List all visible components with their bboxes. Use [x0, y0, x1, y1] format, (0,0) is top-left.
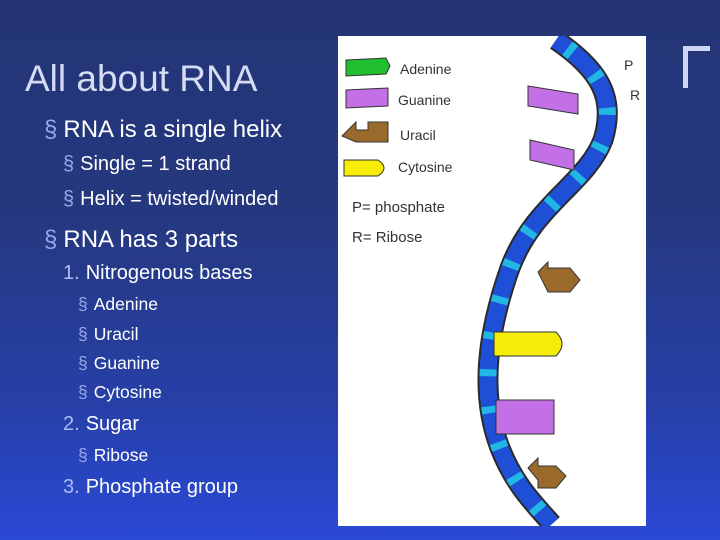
- base-text: Adenine: [93, 294, 158, 314]
- bullet-icon: §: [78, 353, 88, 373]
- bullet-rna-single-helix: §RNA is a single helix: [44, 116, 282, 144]
- bullet-icon: §: [78, 294, 88, 314]
- bullet-icon: §: [63, 188, 75, 210]
- base-item-cytosine: §Cytosine: [78, 382, 162, 403]
- uracil-swatch: [341, 120, 389, 143]
- adenine-swatch: [345, 57, 391, 77]
- sugar-text: Ribose: [93, 445, 149, 465]
- base-text: Cytosine: [93, 382, 162, 402]
- bullet-icon: §: [44, 116, 58, 143]
- sugar-item-ribose: §Ribose: [78, 445, 148, 466]
- plus-decoration: [683, 46, 710, 88]
- strand-guanine-base-lower: [495, 399, 555, 435]
- bullet-rna-3-parts: §RNA has 3 parts: [44, 226, 238, 254]
- bullet-text: Helix = twisted/winded: [80, 188, 279, 210]
- uracil-label: Uracil: [400, 127, 436, 143]
- rna-diagram: Adenine Guanine Uracil Cytosine P= phosp…: [338, 36, 646, 526]
- base-item-adenine: §Adenine: [78, 294, 158, 315]
- base-item-uracil: §Uracil: [78, 324, 138, 345]
- item-number: 2.: [63, 413, 80, 435]
- slide-title: All about RNA: [25, 58, 258, 99]
- ribose-label: R= Ribose: [352, 229, 422, 246]
- r-marker: R: [630, 87, 640, 103]
- cytosine-label: Cytosine: [398, 159, 453, 175]
- item-text: Phosphate group: [85, 476, 239, 498]
- item-number: 1.: [63, 262, 80, 284]
- p-marker: P: [624, 57, 633, 73]
- bullet-icon: §: [78, 445, 88, 465]
- base-text: Guanine: [93, 353, 160, 373]
- phosphate-label: P= phosphate: [352, 199, 445, 216]
- strand-guanine-base-top: [527, 85, 579, 115]
- item-phosphate-group: 3.Phosphate group: [63, 476, 238, 499]
- item-text: Nitrogenous bases: [85, 262, 253, 284]
- base-item-guanine: §Guanine: [78, 353, 160, 374]
- bullet-icon: §: [63, 153, 75, 175]
- rna-diagram-svg: Adenine Guanine Uracil Cytosine P= phosp…: [341, 36, 640, 526]
- base-text: Uracil: [93, 324, 139, 344]
- strand-uracil-base-lower: [527, 456, 567, 489]
- phosphate-bands: [479, 36, 616, 526]
- item-text: Sugar: [85, 413, 140, 435]
- bullet-text: RNA has 3 parts: [63, 226, 239, 253]
- bullet-helix-twisted: §Helix = twisted/winded: [63, 188, 279, 211]
- strand-cytosine-base: [493, 331, 563, 357]
- bullet-text: RNA is a single helix: [63, 116, 283, 143]
- guanine-label: Guanine: [398, 92, 451, 108]
- strand-uracil-base-upper: [537, 260, 581, 293]
- bullet-text: Single = 1 strand: [80, 153, 231, 175]
- cytosine-swatch: [343, 159, 385, 177]
- bullet-single-strand: §Single = 1 strand: [63, 153, 231, 176]
- bullet-icon: §: [78, 382, 88, 402]
- bullet-icon: §: [78, 324, 88, 344]
- item-number: 3.: [63, 476, 80, 498]
- adenine-label: Adenine: [400, 61, 452, 77]
- bullet-icon: §: [44, 226, 58, 253]
- guanine-swatch: [345, 87, 389, 109]
- item-sugar: 2.Sugar: [63, 413, 139, 436]
- strand-guanine-base-upper: [529, 139, 575, 171]
- item-nitrogenous-bases: 1.Nitrogenous bases: [63, 262, 252, 285]
